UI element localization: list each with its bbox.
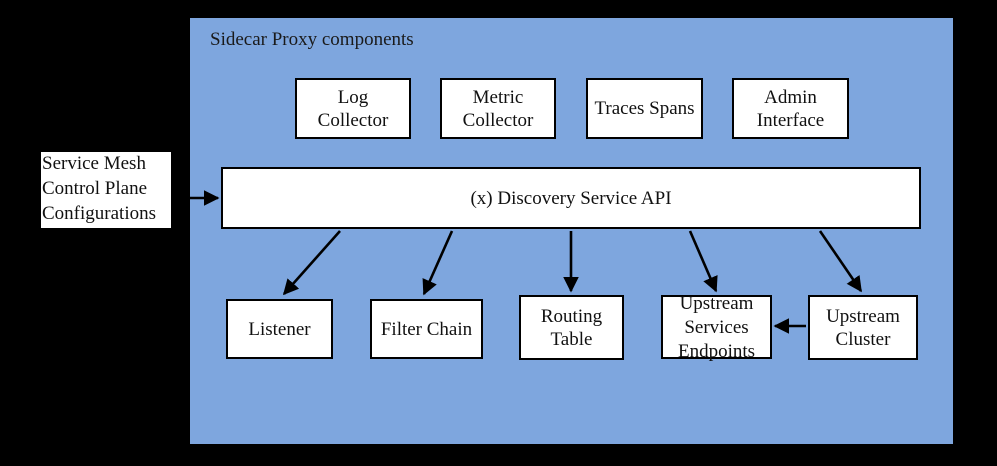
- upstream-cluster-label: Upstream Cluster: [826, 305, 900, 350]
- routing-table-box[interactable]: Routing Table: [519, 295, 624, 360]
- discovery-service-api-box[interactable]: (x) Discovery Service API: [221, 167, 921, 229]
- upstream-services-endpoints-label: Upstream Services Endpoints: [677, 293, 756, 362]
- admin-interface-box[interactable]: Admin Interface: [732, 78, 849, 139]
- traces-spans-box[interactable]: Traces Spans: [586, 78, 703, 139]
- listener-box[interactable]: Listener: [226, 299, 333, 359]
- traces-spans-label: Traces Spans: [594, 98, 695, 119]
- filter-chain-box[interactable]: Filter Chain: [370, 299, 483, 359]
- log-collector-label: Log Collector: [317, 86, 389, 131]
- metric-collector-box[interactable]: Metric Collector: [440, 78, 556, 139]
- upstream-services-endpoints-box[interactable]: Upstream Services Endpoints: [661, 293, 772, 362]
- service-mesh-control-plane-label: Service Mesh Control Plane Configuration…: [42, 153, 156, 224]
- admin-interface-label: Admin Interface: [756, 86, 825, 131]
- upstream-cluster-box[interactable]: Upstream Cluster: [808, 295, 918, 360]
- listener-label: Listener: [248, 318, 311, 340]
- log-collector-box[interactable]: Log Collector: [295, 78, 411, 139]
- metric-collector-label: Metric Collector: [462, 86, 534, 131]
- filter-chain-label: Filter Chain: [380, 318, 473, 340]
- discovery-service-api-label: (x) Discovery Service API: [470, 187, 672, 209]
- routing-table-label: Routing Table: [540, 305, 603, 350]
- service-mesh-control-plane-box: Service Mesh Control Plane Configuration…: [41, 152, 171, 228]
- panel-title: Sidecar Proxy components: [210, 29, 414, 50]
